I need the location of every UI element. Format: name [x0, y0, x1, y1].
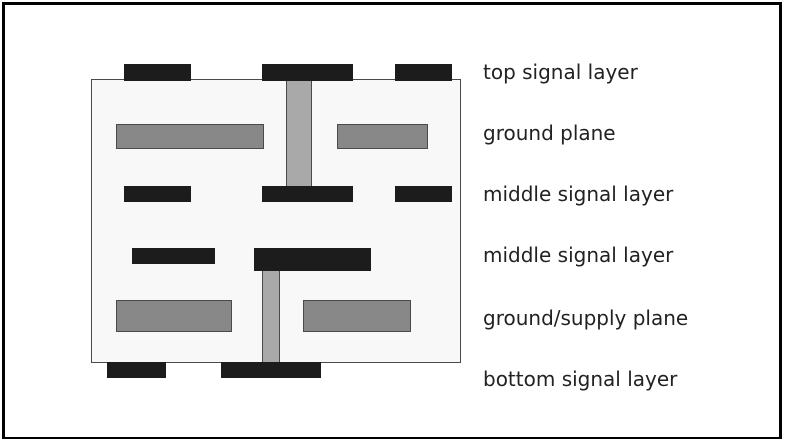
layer-label-ground-supply-plane: ground/supply plane	[483, 306, 689, 330]
layer-label-middle-signal-1: middle signal layer	[483, 182, 674, 206]
supply-plane-segment	[116, 300, 232, 332]
top-signal-trace	[395, 64, 452, 81]
layer-label-top-signal: top signal layer	[483, 60, 638, 84]
layer-label-middle-signal-2: middle signal layer	[483, 243, 674, 267]
via-top-to-middle	[286, 76, 312, 188]
middle-signal-trace	[262, 186, 353, 202]
top-signal-trace	[262, 64, 353, 81]
ground-plane-segment	[337, 124, 428, 149]
bottom-signal-trace	[221, 362, 321, 378]
middle-signal-trace	[124, 186, 191, 202]
middle-signal-trace	[254, 248, 371, 271]
bottom-signal-trace	[107, 362, 166, 378]
layer-label-bottom-signal: bottom signal layer	[483, 367, 678, 391]
via-middle-to-bottom	[262, 268, 280, 366]
layer-label-ground-plane: ground plane	[483, 121, 616, 145]
top-signal-trace	[124, 64, 191, 81]
middle-signal-trace	[132, 248, 215, 264]
middle-signal-trace	[395, 186, 452, 202]
supply-plane-segment	[303, 300, 411, 332]
ground-plane-segment	[116, 124, 264, 149]
